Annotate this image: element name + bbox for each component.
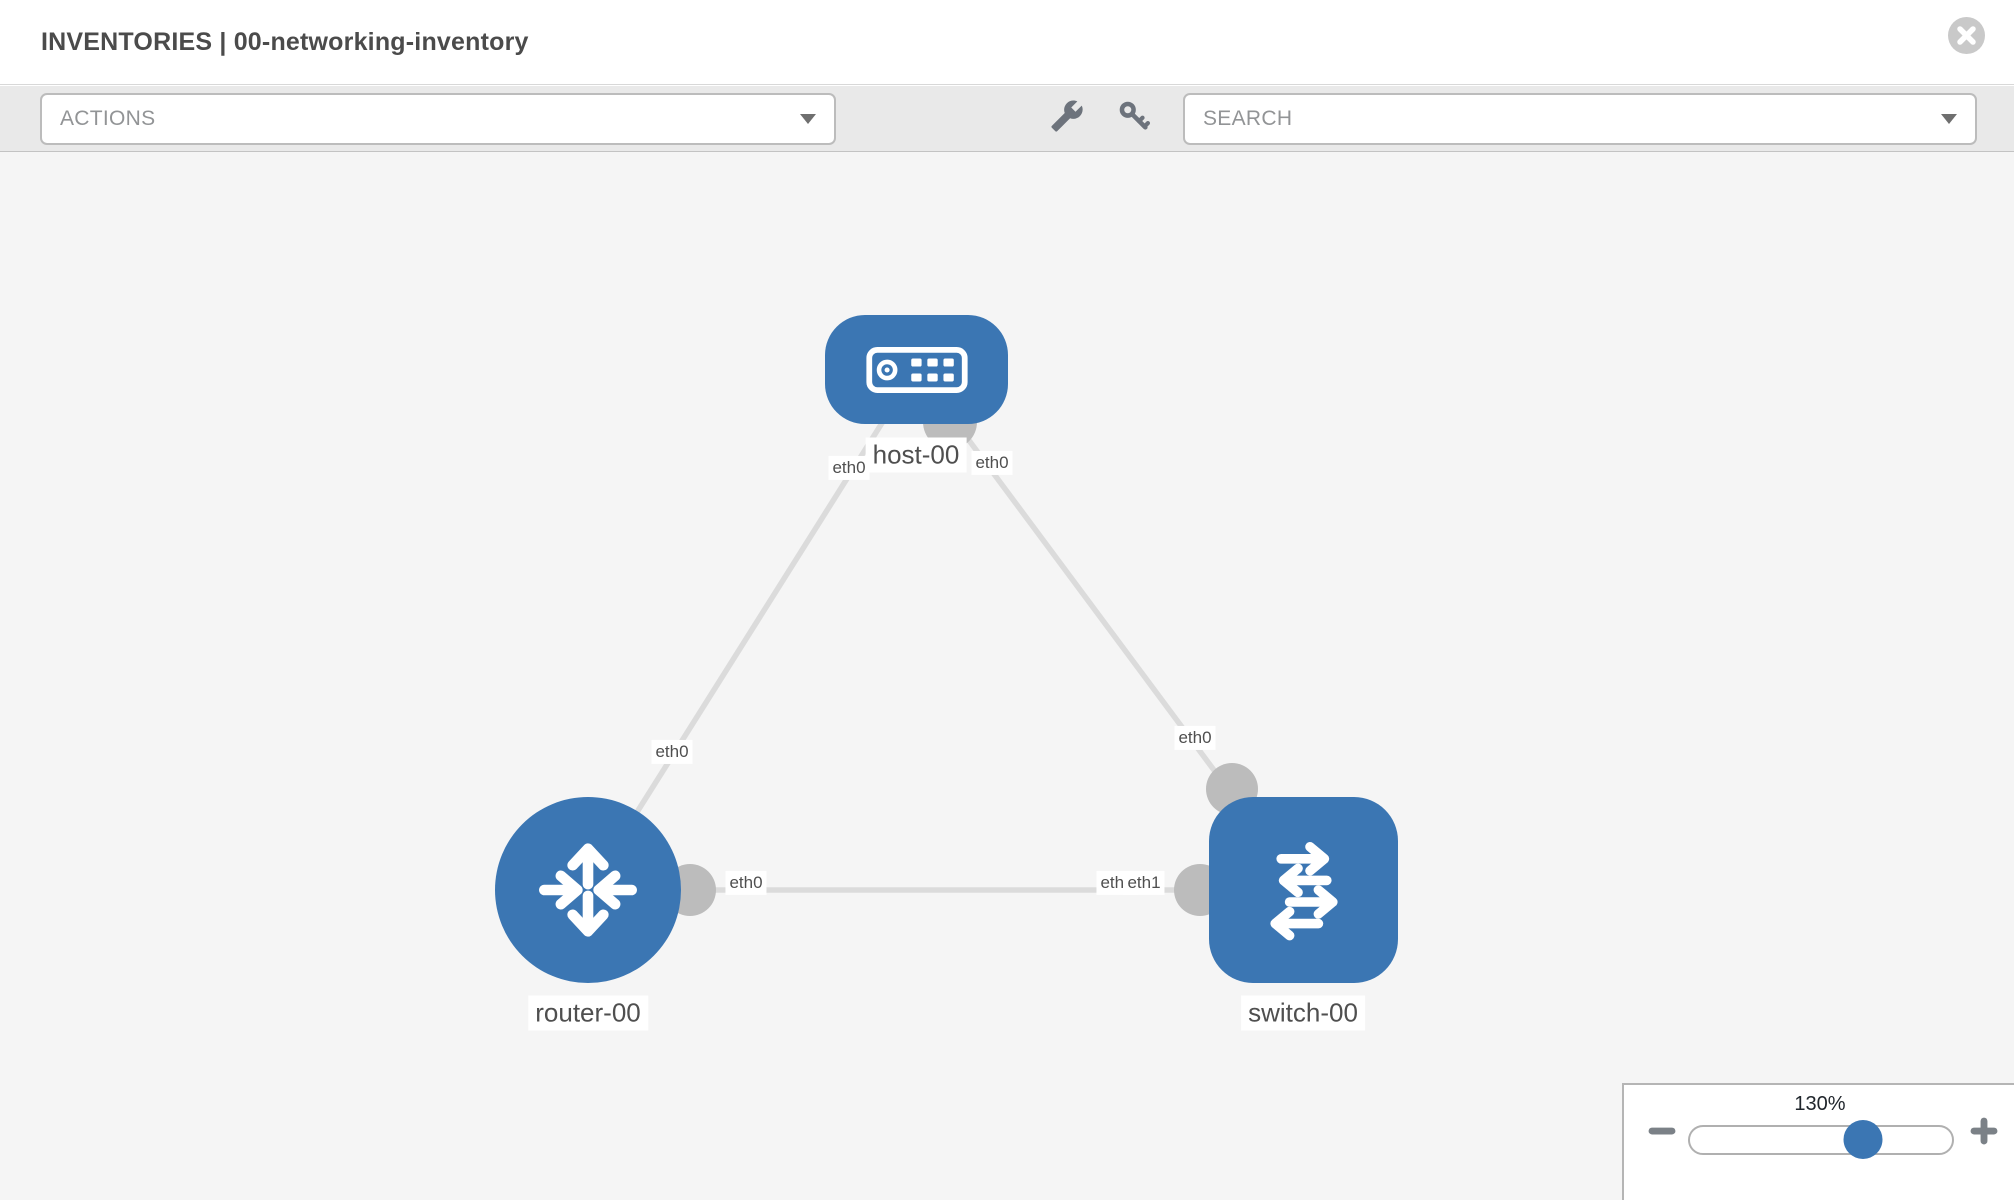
zoom-control-panel: 130%	[1622, 1083, 2014, 1200]
actions-dropdown[interactable]: ACTIONS	[40, 93, 836, 145]
caret-down-icon	[800, 114, 816, 124]
zoom-out-button[interactable]	[1647, 1116, 1677, 1146]
interface-label: eth0	[1174, 725, 1216, 751]
interface-label: eth1	[1123, 870, 1165, 896]
node-host-00[interactable]	[825, 315, 1008, 424]
toolbar: ACTIONS SEARCH	[0, 86, 2014, 152]
search-dropdown[interactable]: SEARCH	[1183, 93, 1977, 145]
node-label-router-00: router-00	[528, 995, 648, 1031]
node-router-00[interactable]	[495, 797, 681, 983]
switch-arrows-icon	[1269, 842, 1338, 941]
actions-dropdown-label: ACTIONS	[60, 107, 156, 130]
search-dropdown-label: SEARCH	[1203, 107, 1293, 130]
wrench-icon	[1051, 100, 1083, 132]
minus-icon	[1648, 1127, 1676, 1135]
node-label-switch-00: switch-00	[1241, 995, 1365, 1031]
zoom-slider-track[interactable]	[1688, 1120, 1954, 1159]
interface-label: eth0	[828, 455, 870, 481]
wrench-tool-button[interactable]	[1050, 99, 1084, 133]
topology-canvas[interactable]: host-00 router-00 switch-00 eth0 eth0 eth0…	[0, 152, 2014, 1200]
server-icon	[865, 346, 968, 393]
close-button[interactable]	[1948, 17, 1985, 54]
header: INVENTORIES | 00-networking-inventory	[0, 0, 2014, 85]
node-switch-00[interactable]	[1209, 797, 1398, 983]
key-icon	[1119, 101, 1151, 130]
router-arrows-icon	[539, 843, 637, 937]
plus-icon	[1970, 1117, 1998, 1145]
interface-label: eth0	[725, 870, 767, 896]
node-label-host-00: host-00	[865, 437, 967, 473]
page-title: INVENTORIES | 00-networking-inventory	[41, 28, 529, 56]
zoom-in-button[interactable]	[1969, 1116, 1999, 1146]
key-tool-button[interactable]	[1117, 99, 1151, 133]
edges-layer	[585, 367, 1306, 916]
interface-label: eth0	[651, 739, 693, 765]
zoom-level-value: 130%	[1794, 1093, 1846, 1115]
zoom-slider-thumb[interactable]	[1843, 1120, 1883, 1159]
close-icon	[1957, 26, 1976, 45]
caret-down-icon	[1941, 114, 1957, 124]
interface-label: eth0	[971, 450, 1013, 476]
edge-link-0	[585, 367, 919, 892]
